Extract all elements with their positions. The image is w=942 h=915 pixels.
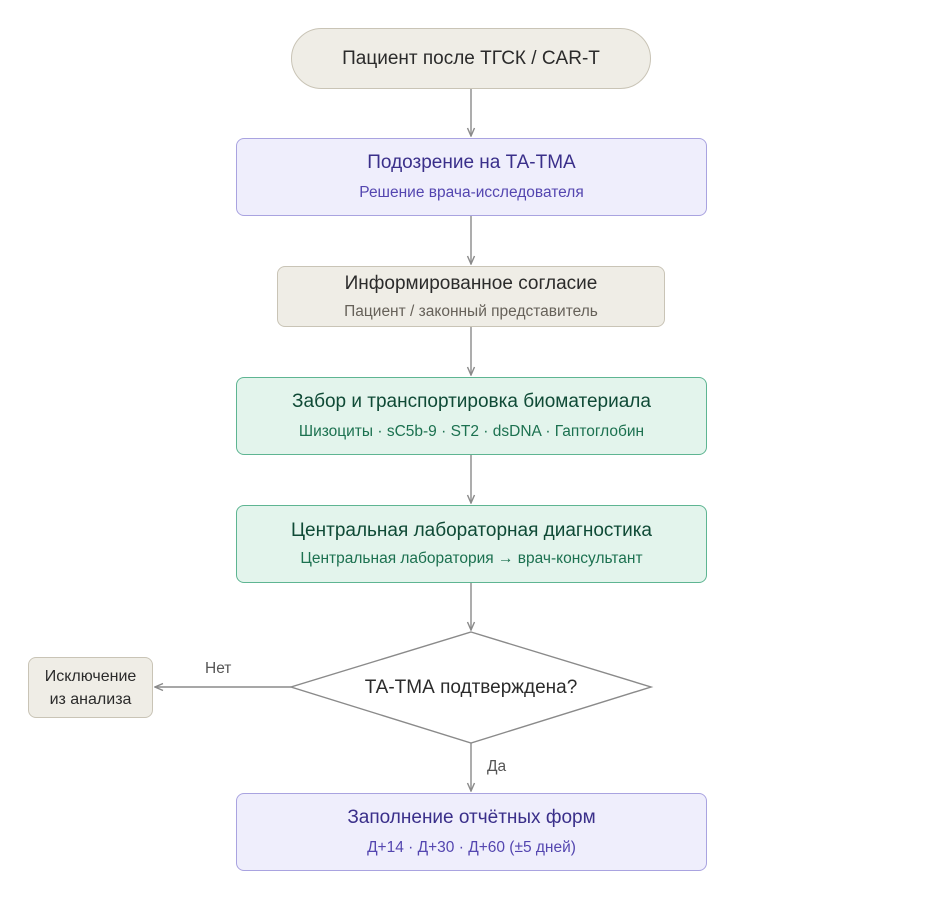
consent-node-subtitle: Пациент / законный представитель xyxy=(344,302,598,320)
collection-node: Забор и транспортировка биоматериала Шиз… xyxy=(236,377,707,455)
lab-node: Центральная лабораторная диагностика Цен… xyxy=(236,505,707,583)
reports-node-subtitle: Д+14 · Д+30 · Д+60 (±5 дней) xyxy=(367,839,576,856)
edge-label-yes: Да xyxy=(487,758,507,775)
decision-node-label: ТА-ТМА подтверждена? xyxy=(364,676,578,698)
collection-node-title: Забор и транспортировка биоматериала xyxy=(292,391,651,412)
start-node: Пациент после ТГСК / CAR-T xyxy=(291,28,651,89)
consent-node-title: Информированное согласие xyxy=(344,272,598,294)
edge-label-no: Нет xyxy=(205,660,232,677)
lab-node-title: Центральная лабораторная диагностика xyxy=(291,520,652,541)
suspicion-node-title: Подозрение на ТА-ТМА xyxy=(367,152,576,173)
exclusion-node-line2: из анализа xyxy=(49,690,132,708)
exclusion-node-line1: Исключение xyxy=(44,667,137,685)
exclusion-node: Исключение из анализа xyxy=(28,657,153,718)
collection-node-subtitle: Шизоциты · sC5b-9 · ST2 · dsDNA · Гаптог… xyxy=(298,423,645,440)
reports-node: Заполнение отчётных форм Д+14 · Д+30 · Д… xyxy=(236,793,707,871)
start-node-title: Пациент после ТГСК / CAR-T xyxy=(342,47,600,69)
reports-node-title: Заполнение отчётных форм xyxy=(347,807,596,828)
suspicion-node-subtitle: Решение врача-исследователя xyxy=(359,184,584,201)
consent-node: Информированное согласие Пациент / закон… xyxy=(277,266,665,327)
lab-node-subtitle: Центральная лаборатория → врач-консульта… xyxy=(300,550,643,567)
suspicion-node: Подозрение на ТА-ТМА Решение врача-иссле… xyxy=(236,138,707,216)
decision-diamond xyxy=(288,631,654,744)
